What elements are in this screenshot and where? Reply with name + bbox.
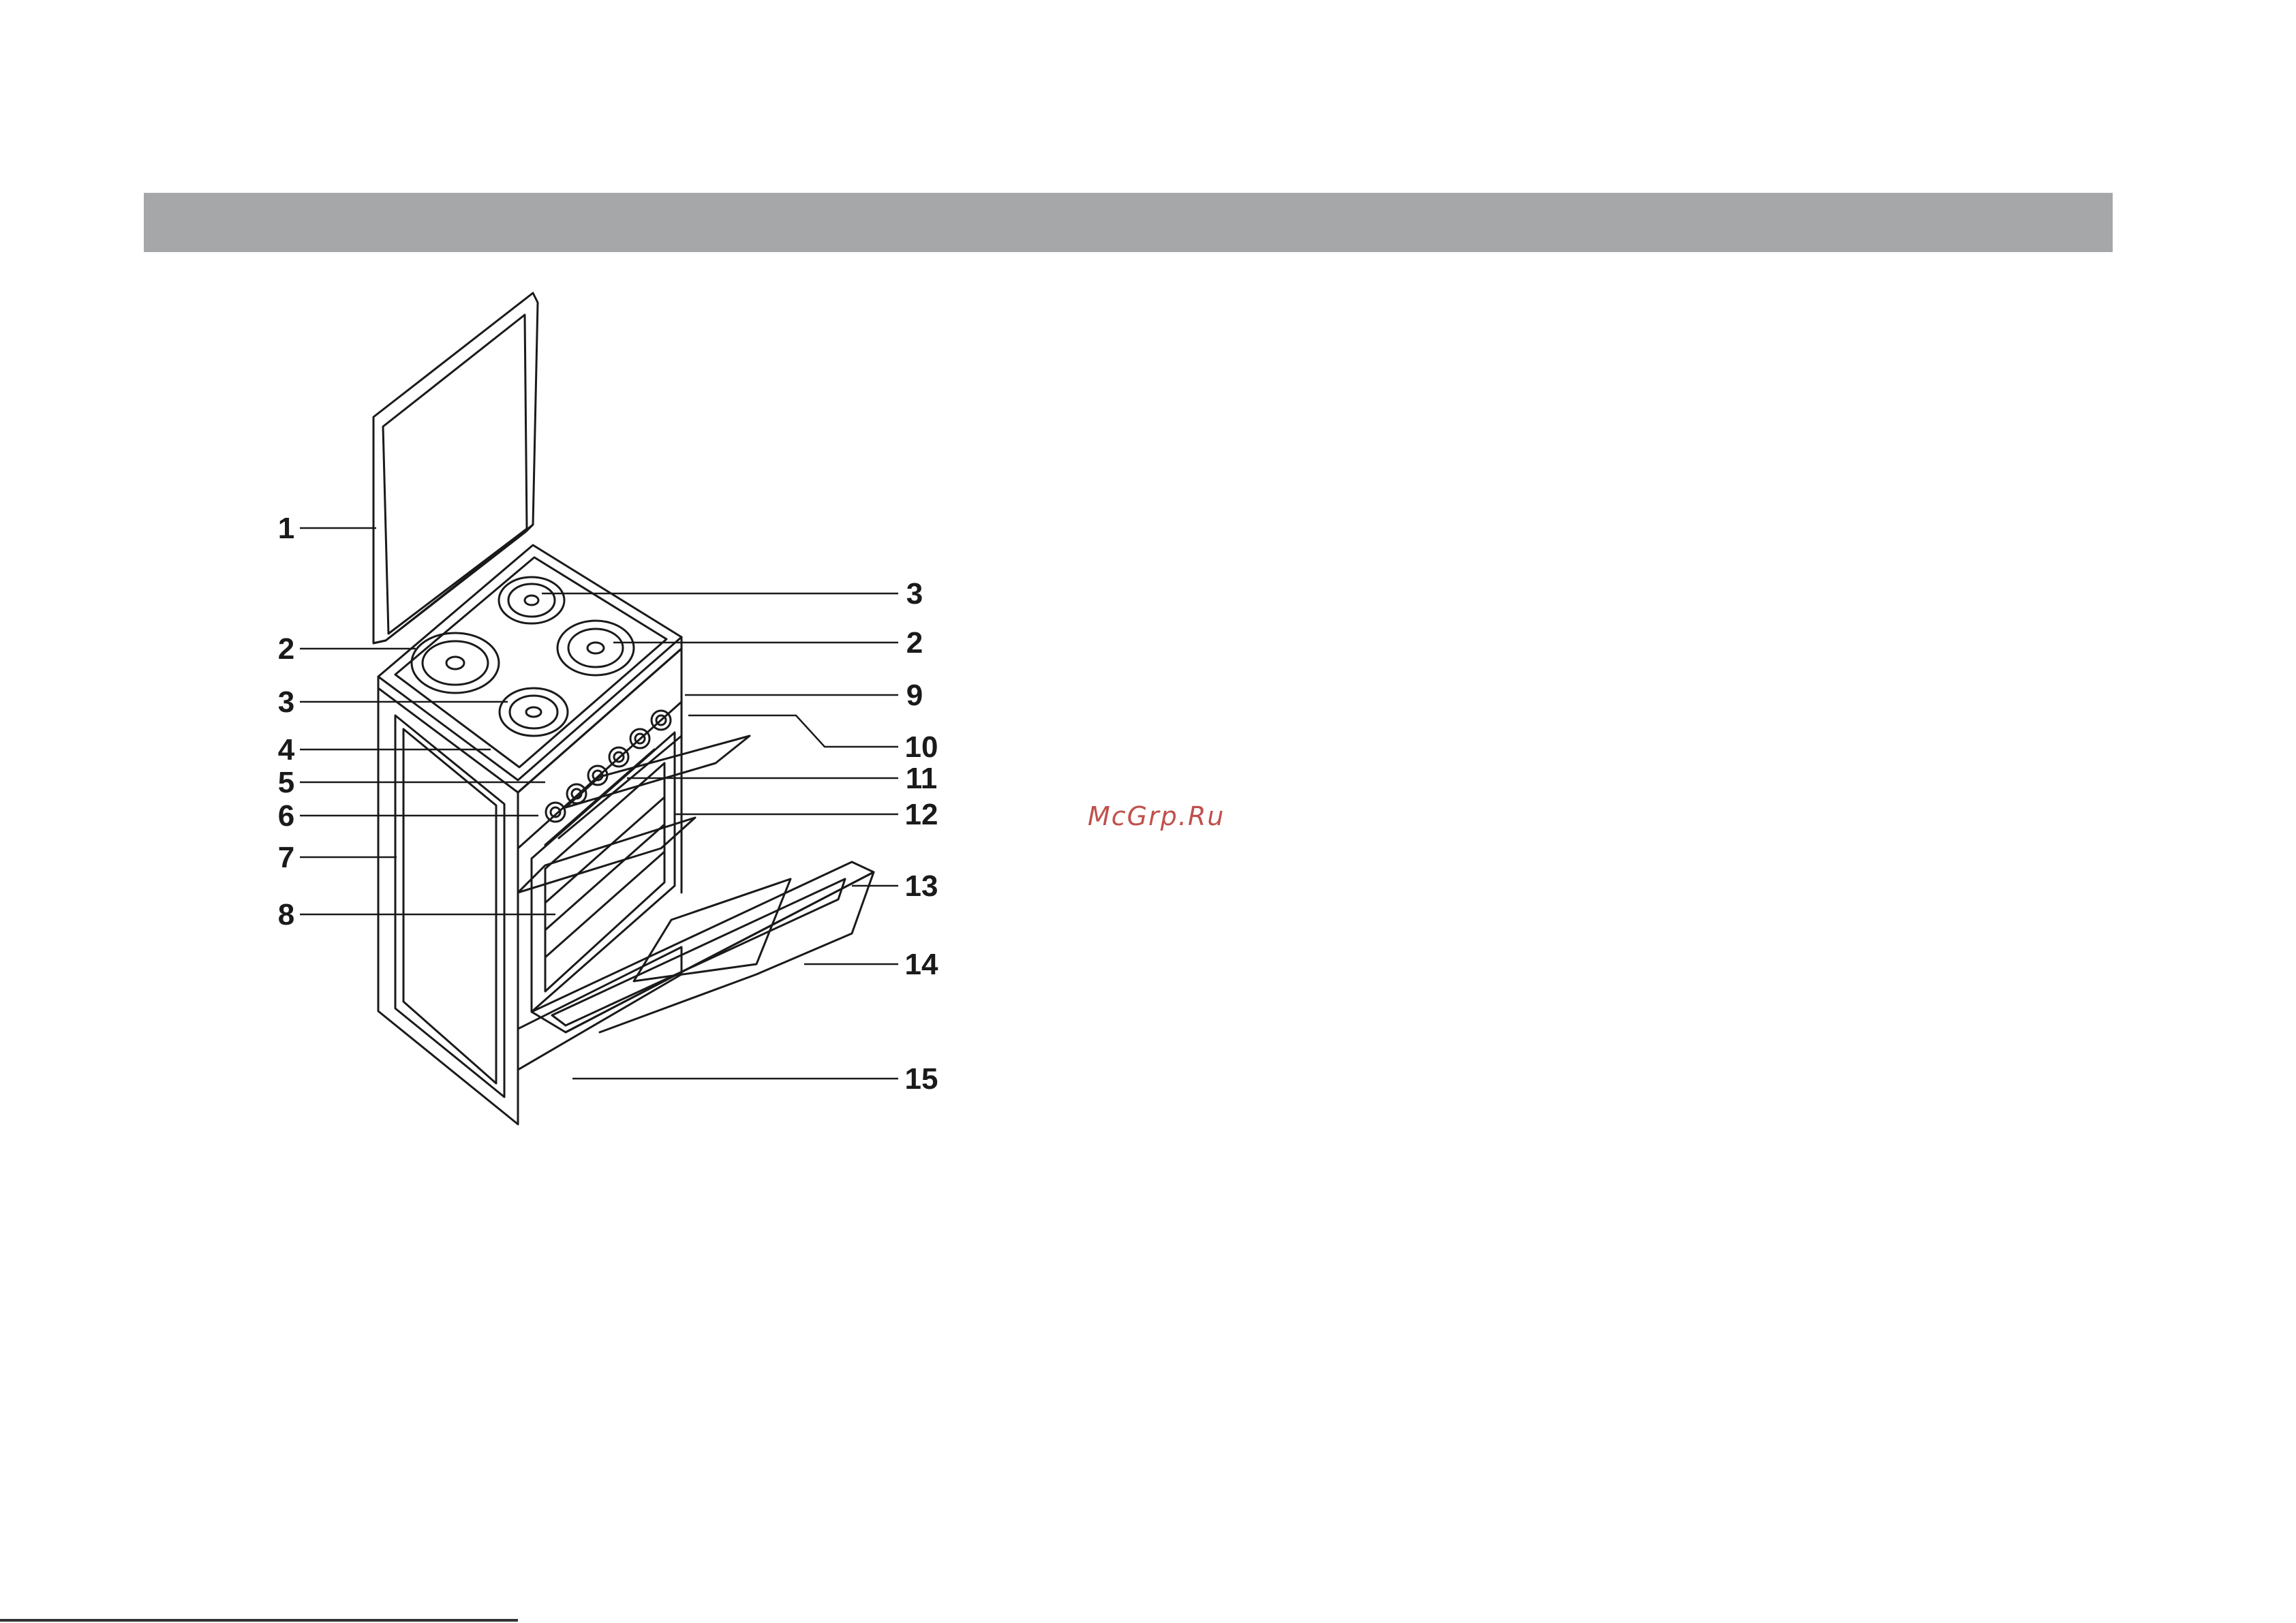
callout-8: 8 [278,898,294,931]
callout-9: 9 [906,679,923,712]
callout-11: 11 [906,762,938,795]
oven-door [532,862,874,1032]
callout-5: 5 [278,766,294,799]
burner-front-left [412,633,499,693]
cabinet [378,649,682,1124]
callout-10: 10 [905,730,938,764]
burner-rear-left [499,577,564,623]
callout-2-left: 2 [278,632,294,666]
watermark: McGrp.Ru [1088,796,1238,837]
callout-12: 12 [905,798,938,831]
drawer [518,947,682,1124]
callout-3-left: 3 [278,685,294,719]
callout-1: 1 [278,512,294,545]
callout-13: 13 [905,869,938,903]
burner-front-right [500,688,568,736]
callout-15: 15 [905,1062,938,1096]
callout-14: 14 [905,948,938,981]
callout-4: 4 [278,733,295,767]
footer-rule [0,1619,518,1622]
callout-6: 6 [278,799,294,833]
callout-2-right: 2 [906,626,923,660]
callout-7: 7 [278,841,294,874]
callout-3-right: 3 [906,577,923,610]
burner-rear-right [557,621,634,675]
